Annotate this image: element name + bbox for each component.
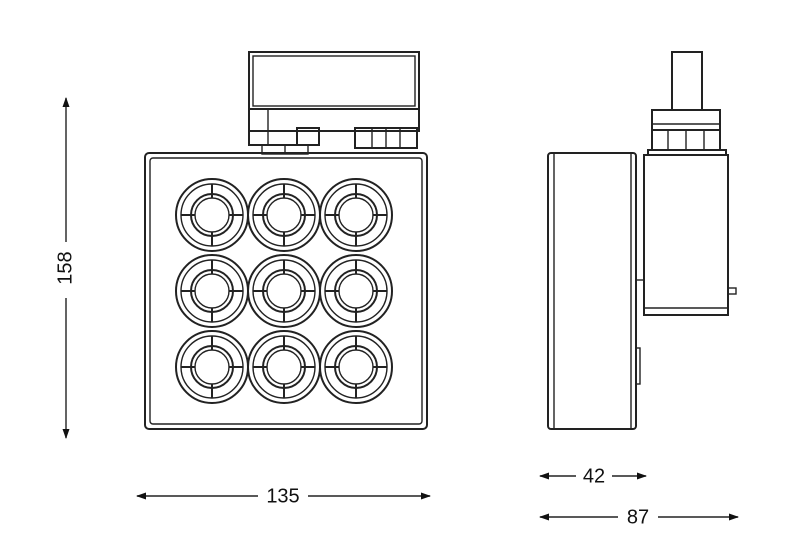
lens-core (266, 273, 302, 309)
lens-core (338, 197, 374, 233)
led-lens (319, 254, 393, 328)
lens-core (338, 349, 374, 385)
lens-inner-ring (262, 269, 306, 313)
bracket-side (643, 154, 737, 316)
led-lens (319, 330, 393, 404)
lens-core (266, 197, 302, 233)
housing-front (144, 152, 428, 430)
dimension-total-depth: 87 (539, 506, 739, 528)
lens-core (194, 273, 230, 309)
side-view (547, 51, 737, 430)
width-label: 135 (266, 485, 299, 507)
depth-label: 42 (583, 465, 605, 487)
housing-side (547, 152, 644, 430)
lens-inner-ring (190, 193, 234, 237)
lens-core (194, 197, 230, 233)
led-lens (247, 178, 321, 252)
lens-inner-ring (334, 193, 378, 237)
dimension-height: 158 (54, 97, 76, 439)
front-view (144, 51, 428, 430)
led-lens (247, 330, 321, 404)
lens-inner-ring (334, 269, 378, 313)
total-depth-label: 87 (627, 506, 649, 528)
lens-inner-ring (262, 193, 306, 237)
led-lens (175, 330, 249, 404)
track-adapter-side (647, 51, 727, 156)
lens-inner-ring (334, 345, 378, 389)
led-lens-grid (175, 178, 393, 404)
lens-outer-ring (319, 178, 393, 252)
height-label: 158 (54, 251, 76, 284)
lens-inner-ring (190, 345, 234, 389)
led-lens (247, 254, 321, 328)
lens-core (266, 349, 302, 385)
dimension-depth: 42 (539, 465, 647, 487)
track-adapter-front (248, 51, 420, 155)
dimension-width: 135 (136, 485, 431, 507)
led-lens (175, 178, 249, 252)
lens-outer-ring (319, 330, 393, 404)
led-lens (319, 178, 393, 252)
lens-core (338, 273, 374, 309)
lens-inner-ring (262, 345, 306, 389)
lens-outer-ring (319, 254, 393, 328)
lens-inner-ring (190, 269, 234, 313)
led-lens (175, 254, 249, 328)
lens-core (194, 349, 230, 385)
